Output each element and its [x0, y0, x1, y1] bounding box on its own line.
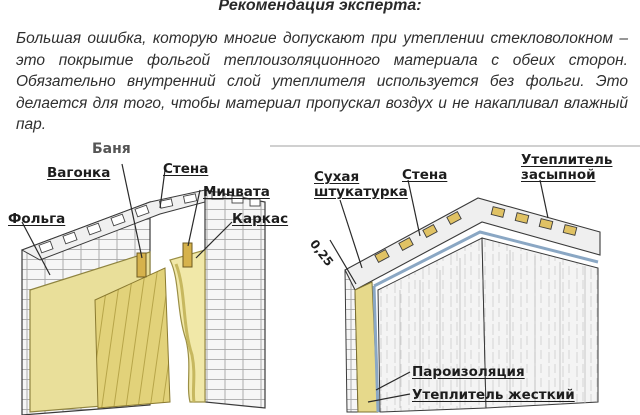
label-suhaya: Сухая	[314, 169, 360, 185]
divider	[270, 145, 640, 147]
left-karkas-post	[182, 242, 193, 268]
caption-partial: Баня	[92, 141, 131, 157]
label-folga: Фольга	[8, 211, 66, 227]
label-karkas: Каркас	[232, 211, 289, 227]
label-uteplitel-zasypnoy-2: засыпной	[521, 167, 596, 183]
insulation-diagram	[20, 163, 601, 415]
label-shtukaturka: штукатурка	[314, 184, 408, 200]
expert-text: Большая ошибка, которую многие допускают…	[16, 30, 628, 133]
left-wall-diagram	[20, 163, 266, 415]
label-stena-right: Стена	[402, 167, 448, 183]
right-plaster-wall-right	[481, 237, 599, 409]
label-uteplitel-zhestkiy: Утеплитель жесткий	[412, 387, 575, 403]
right-wall-diagram	[329, 179, 601, 413]
label-vagonka: Вагонка	[47, 165, 111, 181]
left-block-cells	[38, 193, 198, 254]
label-paroizolyaciya: Пароизоляция	[412, 364, 525, 380]
right-block-cells	[374, 206, 578, 263]
label-stena-left: Стена	[163, 161, 209, 177]
label-minvata: Минвата	[203, 184, 270, 200]
expert-title: Рекомендация эксперта:	[218, 0, 422, 14]
right-vapor-barrier	[373, 230, 599, 288]
left-vagonka-panel	[94, 267, 171, 409]
label-uteplitel-zasypnoy-1: Утеплитель	[521, 152, 613, 168]
